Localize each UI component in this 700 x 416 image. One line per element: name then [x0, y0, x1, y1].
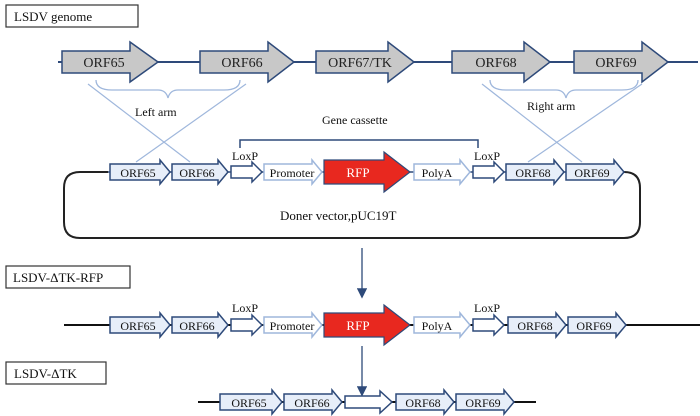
gene-cassette-bracket — [239, 139, 479, 148]
svg-text:Promoter: Promoter — [270, 319, 315, 333]
svg-text:RFP: RFP — [346, 165, 369, 180]
tk-orf69: ORF69 — [455, 387, 515, 416]
tk-label-box: LSDV-ΔTK — [5, 361, 107, 385]
tk-rfp-orf66: ORF66 — [171, 310, 229, 340]
tk-rfp-orf65: ORF65 — [109, 310, 171, 340]
tk-rfp-orf69: ORF69 — [567, 310, 627, 340]
vector-promoter: Promoter — [263, 157, 323, 187]
vector-orf68: ORF68 — [505, 157, 565, 187]
svg-text:ORF69: ORF69 — [576, 319, 611, 333]
svg-text:ORF66: ORF66 — [221, 56, 262, 71]
svg-text:RFP: RFP — [346, 318, 369, 333]
genome-orf65: ORF65 — [61, 40, 160, 84]
tk-rfp-label: LSDV-ΔTK-RFP — [13, 270, 103, 285]
tk-rfp-polya: PolyA — [413, 310, 471, 340]
tk-rfp-promoter: Promoter — [263, 310, 323, 340]
gene-cassette-label: Gene cassette — [322, 113, 388, 127]
vector-loxp1-arrow — [230, 160, 264, 184]
tk-rfp-loxp1-arrow — [230, 313, 264, 337]
tk-orf68: ORF68 — [395, 387, 455, 416]
left-arm-guides — [87, 83, 247, 163]
svg-text:PolyA: PolyA — [422, 319, 453, 333]
svg-text:ORF68: ORF68 — [405, 396, 440, 410]
tk-rfp-label-box: LSDV-ΔTK-RFP — [5, 265, 131, 289]
genome-orf67-tk: ORF67/TK — [315, 40, 416, 84]
tk-label: LSDV-ΔTK — [14, 366, 77, 381]
svg-text:ORF68: ORF68 — [517, 319, 552, 333]
tk-rfp-loxp1-label: LoxP — [232, 301, 258, 315]
genome-label: LSDV genome — [14, 9, 92, 24]
vector-orf66: ORF66 — [171, 157, 229, 187]
right-arm-label: Right arm — [527, 99, 576, 113]
svg-text:PolyA: PolyA — [422, 166, 453, 180]
svg-text:ORF68: ORF68 — [515, 166, 550, 180]
svg-text:ORF66: ORF66 — [179, 319, 214, 333]
vector-loxp2-arrow — [472, 160, 506, 184]
vector-orf69: ORF69 — [565, 157, 625, 187]
genome-orf66: ORF66 — [199, 40, 296, 84]
tk-orf65: ORF65 — [219, 387, 283, 416]
tk-rfp-loxp2-label: LoxP — [474, 301, 500, 315]
svg-text:ORF65: ORF65 — [120, 166, 155, 180]
vector-loxp1-label: LoxP — [232, 149, 258, 163]
right-arm-bracket — [489, 79, 639, 99]
svg-text:ORF65: ORF65 — [83, 56, 124, 71]
svg-text:ORF65: ORF65 — [120, 319, 155, 333]
svg-text:ORF65: ORF65 — [231, 396, 266, 410]
vector-orf65: ORF65 — [109, 157, 171, 187]
right-arm-guides — [481, 83, 643, 163]
svg-text:ORF67/TK: ORF67/TK — [328, 56, 392, 71]
vector-name: Doner vector,pUC19T — [280, 208, 397, 223]
genome-label-box: LSDV genome — [5, 4, 139, 28]
vector-polya: PolyA — [413, 157, 471, 187]
svg-text:ORF68: ORF68 — [475, 56, 516, 71]
tk-rfp-loxp2-arrow — [472, 313, 506, 337]
svg-text:ORF66: ORF66 — [294, 396, 329, 410]
left-arm-bracket — [95, 79, 241, 99]
tk-rfp-orf68: ORF68 — [507, 310, 567, 340]
svg-text:ORF69: ORF69 — [465, 396, 500, 410]
svg-text:ORF66: ORF66 — [179, 166, 214, 180]
tk-orf66: ORF66 — [283, 387, 343, 416]
svg-text:Promoter: Promoter — [270, 166, 315, 180]
tk-rfp-rfp: RFP — [323, 303, 411, 347]
genome-orf68: ORF68 — [451, 40, 552, 84]
tk-loxp-arrow — [344, 389, 394, 415]
genome-orf69: ORF69 — [573, 40, 670, 84]
left-arm-label: Left arm — [135, 105, 177, 119]
plasmid-backbone — [63, 171, 641, 239]
vector-loxp2-label: LoxP — [474, 149, 500, 163]
vector-rfp: RFP — [323, 150, 411, 194]
svg-text:ORF69: ORF69 — [595, 56, 636, 71]
svg-text:ORF69: ORF69 — [574, 166, 609, 180]
